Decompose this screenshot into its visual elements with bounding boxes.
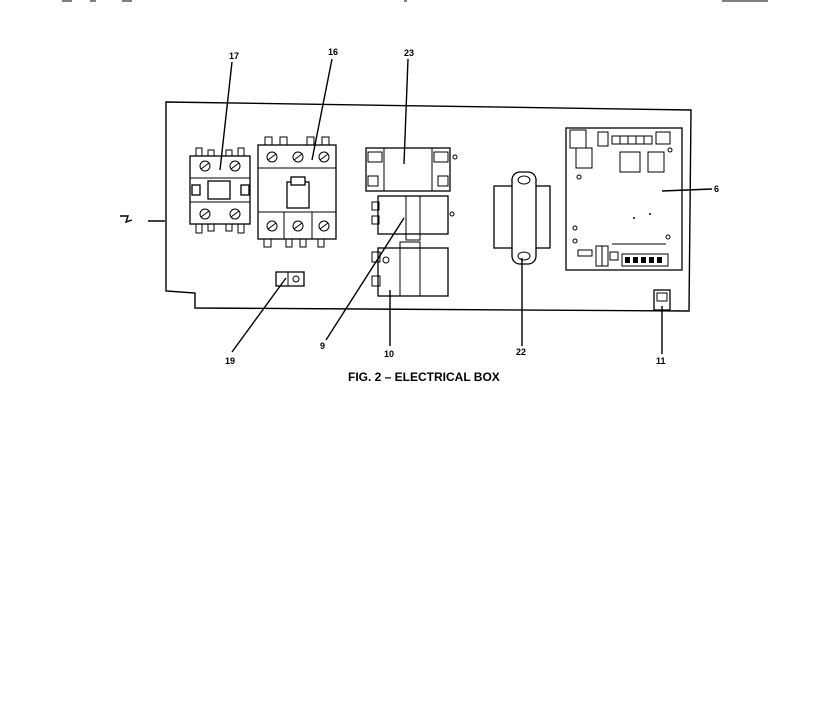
contactor-16 (257, 136, 337, 248)
callout-11: 11 (656, 356, 666, 366)
ground-lug-19 (275, 271, 305, 287)
relay-10 (371, 241, 449, 297)
control-board-6 (565, 127, 683, 271)
callout-16: 16 (328, 47, 338, 57)
callout-22: 22 (516, 347, 526, 357)
mounting-panel (165, 101, 692, 312)
callout-9: 9 (320, 341, 325, 351)
callout-17: 17 (229, 51, 239, 61)
callout-19: 19 (225, 356, 235, 366)
figure-caption: FIG. 2 – ELECTRICAL BOX (348, 370, 500, 384)
callout-10: 10 (384, 349, 394, 359)
relay-23 (365, 147, 458, 192)
callout-6: 6 (714, 184, 719, 194)
callout-23: 23 (404, 48, 414, 58)
relay-9 (371, 195, 455, 241)
left-pointer-mark (120, 215, 165, 224)
contactor-17 (189, 147, 251, 234)
transformer-22 (493, 171, 551, 265)
leader-lines (219, 58, 713, 354)
